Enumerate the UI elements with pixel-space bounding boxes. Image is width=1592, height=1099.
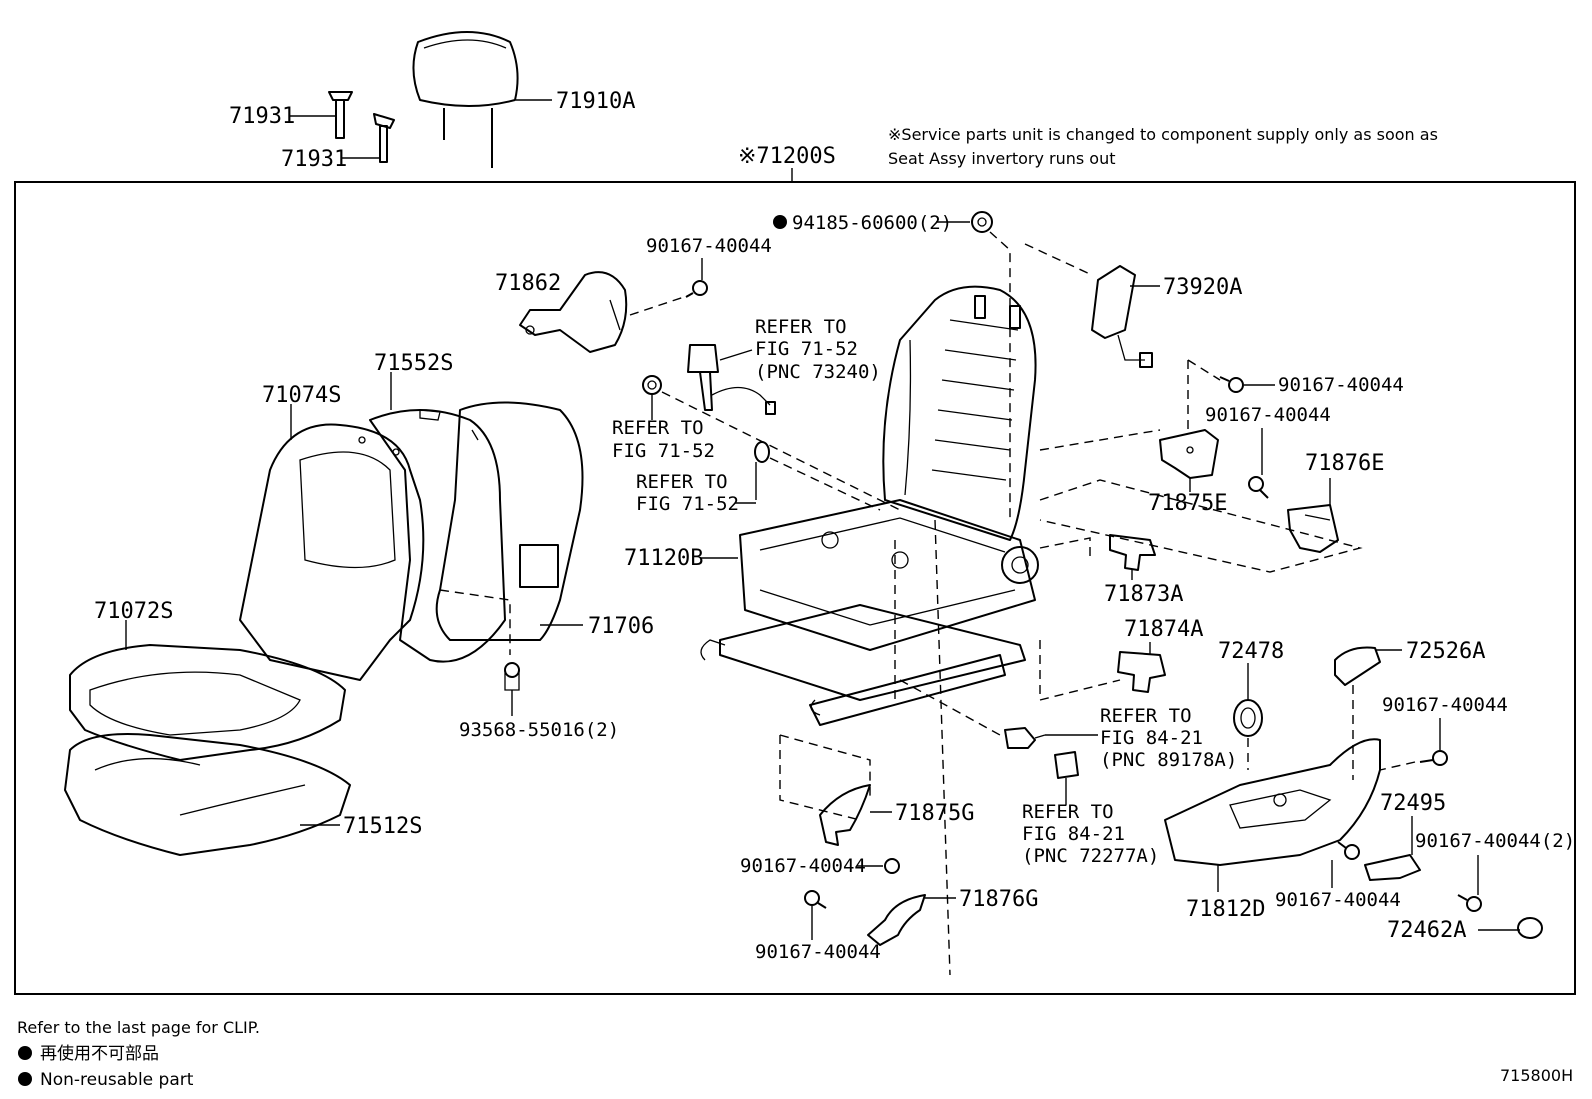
refer-note-3: REFER TO FIG 71-52 (636, 471, 739, 515)
svg-text:(PNC 72277A): (PNC 72277A) (1022, 845, 1159, 867)
svg-text:FIG 84-21: FIG 84-21 (1022, 823, 1125, 845)
label-71072S: 71072S (94, 599, 173, 624)
label-71120B: 71120B (624, 546, 703, 571)
label-72526A: 72526A (1406, 639, 1485, 664)
lever-72526A (1334, 646, 1381, 686)
label-71074S: 71074S (262, 383, 341, 408)
screw-90167-b3 (1337, 841, 1360, 860)
bolt-refer-2 (642, 375, 662, 395)
svg-text:FIG 71-52: FIG 71-52 (612, 440, 715, 462)
bracket-71876E (1287, 504, 1339, 553)
legend-bullet-jp (18, 1046, 32, 1060)
label-94185-60600: 94185-60600(2) (792, 212, 952, 234)
screw-90167-r1 (1219, 376, 1244, 393)
screw-90167-b2 (804, 890, 827, 909)
nut-94185 (971, 211, 993, 233)
bracket-71873A (1109, 534, 1156, 571)
clip-93568 (504, 662, 520, 691)
refer-note-4: REFER TO FIG 84-21 (PNC 89178A) (1100, 705, 1237, 771)
label-90167-40044-r3: 90167-40044 (1382, 694, 1508, 716)
label-71552S: 71552S (374, 351, 453, 376)
label-90167-40044-top: 90167-40044 (646, 235, 772, 257)
legend-en: Non-reusable part (40, 1070, 194, 1090)
svg-text:REFER TO: REFER TO (1100, 705, 1192, 727)
service-notice-line1: ※Service parts unit is changed to compon… (888, 125, 1438, 144)
assembly-label: ※71200S (738, 144, 836, 169)
screw-90167-r4 (1457, 894, 1482, 912)
label-93568-55016: 93568-55016(2) (459, 719, 619, 741)
lever-72495 (1364, 854, 1421, 881)
screw-90167-top (685, 280, 708, 298)
seatback-pad-71552S (369, 409, 506, 663)
label-72495: 72495 (1380, 791, 1446, 816)
svg-text:REFER TO: REFER TO (612, 417, 704, 439)
diagram-frame (14, 181, 1576, 995)
seat-belt-buckle (687, 344, 776, 415)
svg-text:(PNC 73240): (PNC 73240) (755, 361, 881, 383)
svg-text:REFER TO: REFER TO (755, 316, 847, 338)
bracket-71874A (1117, 651, 1166, 693)
label-90167-40044-r1: 90167-40044 (1278, 374, 1404, 396)
svg-text:FIG 71-52: FIG 71-52 (636, 493, 739, 515)
label-71931-a: 71931 (229, 104, 295, 129)
side-airbag-73920A (1091, 265, 1153, 368)
seat-cushion-pad-71512S (64, 733, 351, 856)
bracket-71862 (519, 271, 628, 353)
seat-frame-71120B (700, 285, 1039, 726)
refer-note-2: REFER TO FIG 71-52 (612, 417, 715, 462)
motor-connector-refer-4 (1004, 727, 1046, 749)
washer-refer-3 (754, 441, 770, 463)
headrest-71910A (412, 31, 519, 168)
label-73920A: 73920A (1163, 275, 1242, 300)
headrest-guide-a (328, 91, 353, 139)
knob-72478 (1233, 699, 1263, 737)
legend-jp: 再使用不可部品 (40, 1043, 159, 1064)
label-71876G: 71876G (959, 887, 1038, 912)
label-71512S: 71512S (343, 814, 422, 839)
label-71874A: 71874A (1124, 617, 1203, 642)
bracket-71876G (867, 894, 926, 946)
cap-72462A (1517, 917, 1543, 939)
label-71875G: 71875G (895, 801, 974, 826)
seatback-cover-71074S (239, 423, 425, 681)
side-cover-71812D (1164, 738, 1381, 866)
label-90167-40044-r4: 90167-40044(2) (1415, 830, 1575, 852)
seatback-board-71706 (435, 401, 584, 641)
figure-id: 715800H (1500, 1066, 1573, 1085)
label-71910A: 71910A (556, 89, 635, 114)
bracket-71875G (819, 784, 871, 846)
switch-refer-5 (1054, 751, 1079, 779)
label-71873A: 71873A (1104, 582, 1183, 607)
label-90167-40044-b3: 90167-40044 (1275, 889, 1401, 911)
label-71706: 71706 (588, 614, 654, 639)
label-90167-40044-b1: 90167-40044 (740, 855, 866, 877)
bracket-71875E (1159, 429, 1219, 479)
label-71812D: 71812D (1186, 897, 1265, 922)
label-90167-40044-b2: 90167-40044 (755, 941, 881, 963)
label-71876E: 71876E (1305, 451, 1384, 476)
seat-cushion-cover-71072S (69, 644, 346, 761)
service-notice-line2: Seat Assy invertory runs out (888, 149, 1116, 168)
legend-bullet-en (18, 1072, 32, 1086)
refer-note-5: REFER TO FIG 84-21 (PNC 72277A) (1022, 801, 1159, 867)
label-71931-b: 71931 (281, 147, 347, 172)
svg-text:FIG 84-21: FIG 84-21 (1100, 727, 1203, 749)
svg-text:REFER TO: REFER TO (1022, 801, 1114, 823)
label-90167-40044-r2: 90167-40044 (1205, 404, 1331, 426)
label-71862: 71862 (495, 271, 561, 296)
screw-90167-b1 (884, 858, 900, 874)
non-reusable-bullet (773, 215, 787, 229)
svg-text:(PNC 89178A): (PNC 89178A) (1100, 749, 1237, 771)
screw-90167-r2 (1248, 476, 1269, 499)
label-72478: 72478 (1218, 639, 1284, 664)
screw-90167-r3 (1419, 750, 1448, 766)
clip-note: Refer to the last page for CLIP. (17, 1018, 260, 1037)
refer-note-1: REFER TO FIG 71-52 (PNC 73240) (755, 316, 881, 383)
svg-text:REFER TO: REFER TO (636, 471, 728, 493)
label-72462A: 72462A (1387, 918, 1466, 943)
headrest-guide-b (373, 113, 395, 163)
svg-text:FIG 71-52: FIG 71-52 (755, 338, 858, 360)
